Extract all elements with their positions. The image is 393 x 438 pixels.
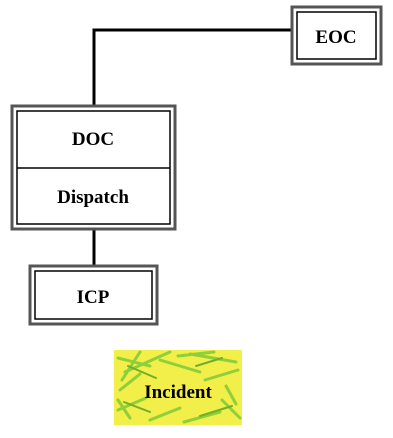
dispatch-label: Dispatch (57, 187, 129, 208)
eoc-label: EOC (315, 27, 356, 48)
doc-label: DOC (72, 129, 114, 150)
connector-eoc-doc (92, 28, 292, 108)
incident-texture-dark (123, 357, 233, 417)
eoc-node[interactable]: EOC (290, 5, 383, 66)
incident-label: Incident (144, 382, 212, 403)
doc-node[interactable]: DOC Dispatch (10, 104, 177, 231)
icp-label: ICP (77, 287, 110, 308)
incident-node[interactable]: Incident (114, 350, 242, 425)
icp-node[interactable]: ICP (28, 264, 159, 326)
